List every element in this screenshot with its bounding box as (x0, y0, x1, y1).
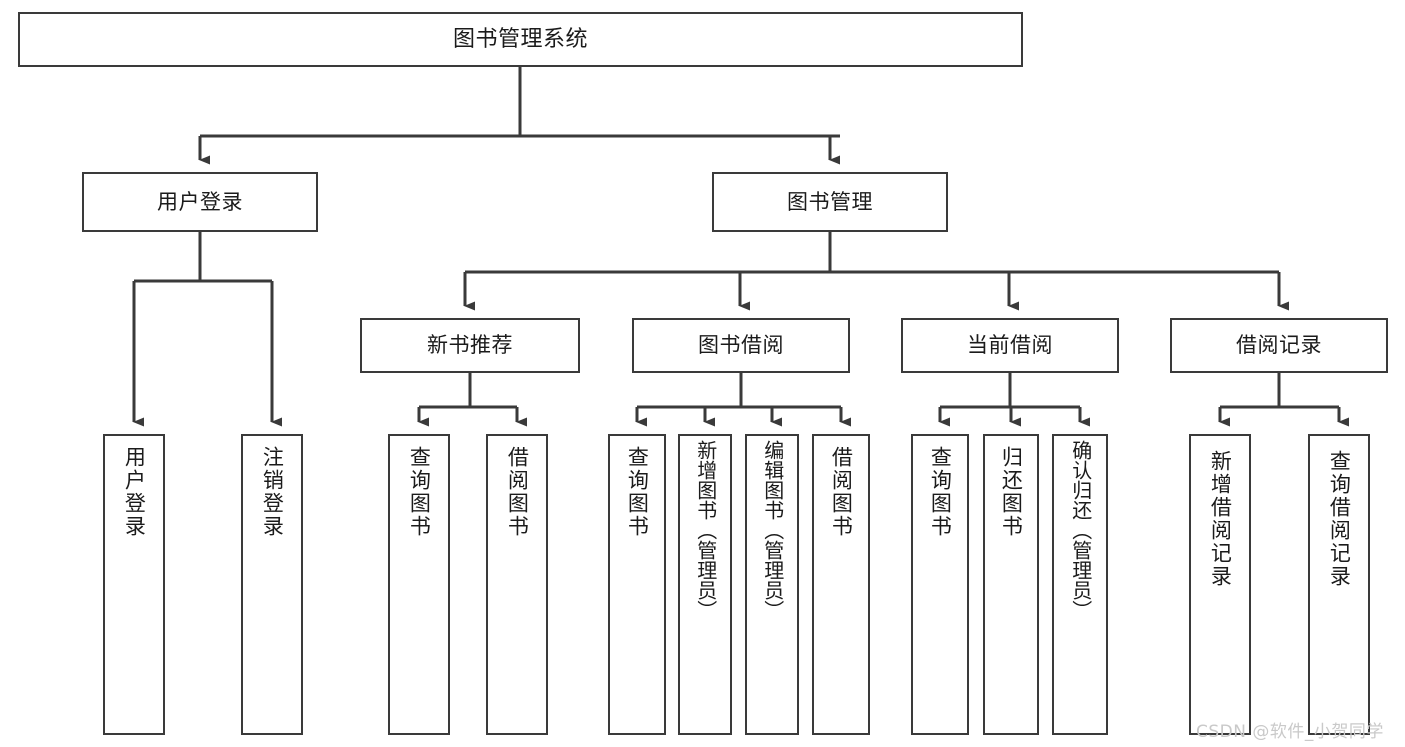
node-leaf-query-book-1[interactable]: 查询图书 (388, 434, 450, 735)
node-label: 图书管理 (787, 189, 873, 214)
node-leaf-confirm-return[interactable]: 确认归还（管理员） (1052, 434, 1108, 735)
node-label: 当前借阅 (967, 333, 1053, 358)
node-leaf-logout[interactable]: 注销登录 (241, 434, 303, 735)
node-leaf-query-record[interactable]: 查询借阅记录 (1308, 434, 1370, 735)
node-label: 新增借阅记录 (1208, 450, 1233, 588)
node-label: 新书推荐 (427, 333, 513, 358)
node-label: 确认归还（管理员） (1068, 440, 1093, 620)
node-new-book-rec[interactable]: 新书推荐 (360, 318, 580, 373)
csdn-watermark: CSDN @软件_小贺同学 (1196, 722, 1384, 742)
node-user-login[interactable]: 用户登录 (82, 172, 318, 232)
node-label: 图书借阅 (698, 333, 784, 358)
node-book-manage[interactable]: 图书管理 (712, 172, 948, 232)
node-leaf-add-record[interactable]: 新增借阅记录 (1189, 434, 1251, 735)
node-label: 查询图书 (928, 446, 953, 538)
node-label: 图书管理系统 (452, 26, 588, 52)
node-label: 注销登录 (260, 446, 285, 538)
node-leaf-query-book-2[interactable]: 查询图书 (608, 434, 666, 735)
node-label: 借阅图书 (505, 446, 530, 538)
node-current-borrow[interactable]: 当前借阅 (901, 318, 1119, 373)
node-leaf-return-book[interactable]: 归还图书 (983, 434, 1039, 735)
node-leaf-add-book[interactable]: 新增图书（管理员） (678, 434, 732, 735)
node-leaf-edit-book[interactable]: 编辑图书（管理员） (745, 434, 799, 735)
node-leaf-query-book-3[interactable]: 查询图书 (911, 434, 969, 735)
node-label: 用户登录 (157, 189, 243, 214)
node-book-borrow[interactable]: 图书借阅 (632, 318, 850, 373)
node-label: 新增图书（管理员） (693, 440, 718, 620)
node-label: 用户登录 (122, 446, 147, 538)
node-leaf-user-login[interactable]: 用户登录 (103, 434, 165, 735)
node-label: 归还图书 (999, 446, 1024, 538)
node-leaf-borrow-book-1[interactable]: 借阅图书 (486, 434, 548, 735)
node-label: 编辑图书（管理员） (760, 440, 785, 620)
node-label: 查询图书 (407, 446, 432, 538)
node-label: 查询借阅记录 (1327, 450, 1352, 588)
node-label: 借阅记录 (1236, 333, 1322, 358)
node-label: 借阅图书 (829, 446, 854, 538)
node-root-system[interactable]: 图书管理系统 (18, 12, 1023, 67)
node-leaf-borrow-book-2[interactable]: 借阅图书 (812, 434, 870, 735)
node-borrow-record[interactable]: 借阅记录 (1170, 318, 1388, 373)
node-label: 查询图书 (625, 446, 650, 538)
